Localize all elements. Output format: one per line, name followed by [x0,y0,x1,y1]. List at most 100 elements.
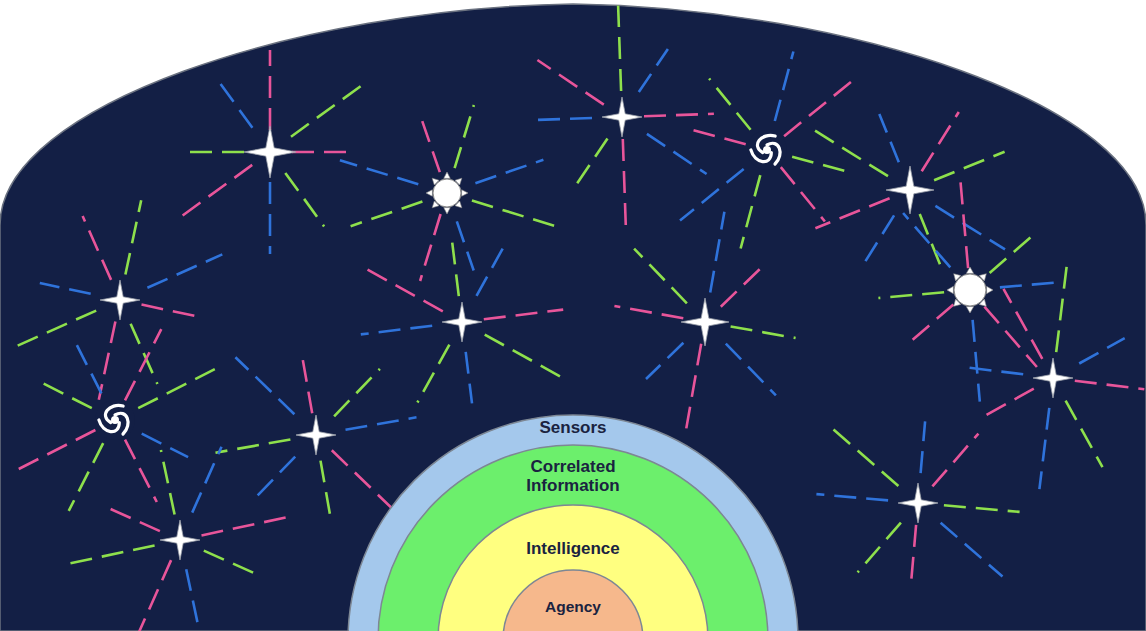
light-ray [15,430,95,471]
light-ray [960,178,968,268]
light-ray [1039,408,1049,489]
light-ray [292,151,352,154]
light-ray [1075,381,1145,390]
light-ray [973,320,980,402]
band-label: Intelligence [473,539,673,558]
light-ray [775,52,794,122]
light-ray [472,201,554,226]
band-outline [438,505,708,631]
band-label: Sensors [473,418,673,437]
light-ray [142,305,201,317]
light-ray [40,283,91,294]
light-ray [944,505,1020,512]
light-ray [941,523,1003,577]
light-ray [125,329,161,400]
sun-disk [954,274,986,306]
band-outline [348,415,798,631]
light-ray [815,198,889,228]
band-outline [378,445,768,631]
light-ray [485,335,560,377]
light-ray [477,242,507,296]
light-ray [131,324,158,384]
light-ray [1079,338,1125,363]
sun-symbol [947,267,993,313]
galaxy-core [111,416,119,424]
sun-spike [987,286,993,293]
light-ray [475,160,543,183]
light-ray [530,118,592,120]
band-label: Agency [508,597,638,616]
light-ray [903,213,950,267]
star-symbol [296,415,336,455]
light-ray [576,139,607,185]
light-ray [125,200,141,274]
star-symbol [244,126,296,178]
light-ray [922,112,959,171]
light-ray [216,78,253,128]
light-ray [932,434,978,487]
light-ray [634,249,687,304]
light-ray [321,461,331,516]
light-ray [235,357,294,414]
galaxy-ground [747,130,787,170]
light-ray [99,322,116,400]
light-ray [680,169,744,221]
agency-band: Agency [503,570,643,631]
galaxy-symbol [95,400,135,440]
light-ray [878,292,944,298]
light-ray [623,139,626,229]
light-ray [1004,289,1043,359]
galaxy-arm [103,402,127,424]
light-ray [147,254,222,287]
light-ray [466,352,472,404]
light-ray [721,265,764,307]
star-symbol [442,302,482,342]
light-ray [908,304,953,343]
galaxy-arm [96,413,120,435]
light-ray [192,447,221,513]
galaxy-symbol [747,130,787,170]
light-ray [186,569,199,630]
light-ray [269,182,272,254]
light-ray [340,160,418,184]
light-ray [815,131,888,177]
light-ray [188,151,244,154]
light-ray [784,80,854,137]
sun-spike [426,190,432,197]
sun-spike [444,172,451,178]
light-ray [1066,401,1103,468]
light-ray [364,268,443,312]
light-ray [216,440,291,453]
celestial-bodies [95,97,1073,560]
star-symbol [160,520,200,560]
light-ray [139,560,172,631]
light-ray [816,494,888,500]
light-ray [981,389,1034,418]
light-ray [291,86,361,137]
light-ray [990,236,1032,273]
light-ray [142,434,188,458]
star-symbol [681,298,729,346]
light-ray [646,343,683,379]
star-symbol [1033,358,1073,398]
light-ray [204,551,255,574]
light-ray [334,369,380,417]
light-ray [1056,267,1066,352]
light-ray [484,310,563,320]
light-ray [252,457,295,502]
light-ray [688,129,746,145]
star-symbol [886,166,934,214]
light-ray [879,114,899,162]
light-ray [1000,282,1062,287]
star-symbol [898,483,938,523]
light-ray [83,216,112,280]
light-ray [452,241,459,297]
galaxy-ground [95,400,135,440]
galaxy-core [763,146,771,154]
light-ray [417,345,449,403]
light-ray [420,214,441,281]
light-ray [710,212,724,293]
light-ray [911,525,916,585]
light-ray [934,152,1005,181]
light-ray [639,49,668,92]
